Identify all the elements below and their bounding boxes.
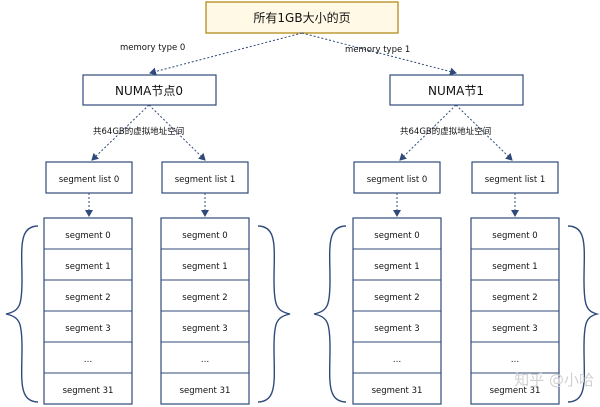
numa1-list0-segment-0: segment 0	[374, 231, 419, 241]
numa-node-1-label: NUMA节1	[428, 84, 484, 98]
numa1-list1-segment-3: segment 3	[492, 324, 537, 334]
numa1-list1-segment-1: segment 1	[492, 262, 537, 272]
vspace-label-0: 共64GB的虚拟地址空间	[93, 126, 184, 137]
arrow-numa0-list1	[148, 104, 206, 161]
numa1-list1-segment-31: segment 31	[490, 386, 541, 396]
memory-type-0-label: memory type 0	[120, 43, 185, 53]
numa0-list0-segment-31: segment 31	[63, 386, 114, 396]
numa0-list0-segment-ellipsis: …	[84, 355, 93, 365]
arrow-numa0-list0	[91, 104, 150, 161]
numa0-list1-segment-0: segment 0	[182, 231, 227, 241]
arrow-numa1-list0	[399, 104, 457, 161]
numa-node-0-label: NUMA节点0	[115, 84, 183, 98]
left-brace-numa1	[313, 225, 347, 403]
numa1-list1-segment-2: segment 2	[492, 293, 537, 303]
numa0-list0-segment-2: segment 2	[65, 293, 110, 303]
numa1-segment-list-1-label: segment list 1	[485, 175, 546, 185]
memory-type-1-label: memory type 1	[345, 45, 410, 55]
numa1-segment-list-0-label: segment list 0	[367, 175, 428, 185]
numa1-segment-list-1-box	[471, 161, 559, 194]
numa1-segment-list-0-box	[353, 161, 441, 194]
numa1-list0-segment-31: segment 31	[372, 386, 423, 396]
numa1-list1-segment-ellipsis: …	[511, 355, 520, 365]
arrow-numa1-list1	[455, 104, 513, 161]
numa0-list1-segment-ellipsis: …	[201, 355, 210, 365]
numa1-list0-segment-2: segment 2	[374, 293, 419, 303]
numa0-segment-list-1-label: segment list 1	[175, 175, 236, 185]
numa1-list0-segment-3: segment 3	[374, 324, 419, 334]
root-label: 所有1GB大小的页	[253, 10, 350, 25]
numa1-list1-segment-0: segment 0	[492, 231, 537, 241]
numa0-list1-segment-2: segment 2	[182, 293, 227, 303]
numa0-list0-segment-3: segment 3	[65, 324, 110, 334]
arrow-root-numa0	[149, 32, 303, 76]
right-brace-numa0	[257, 225, 291, 403]
numa0-list0-segment-1: segment 1	[65, 262, 110, 272]
right-brace-numa1	[567, 225, 600, 403]
root-box	[205, 1, 399, 34]
segment-row-dividers	[44, 248, 559, 374]
numa0-segment-list-0-box	[45, 161, 133, 194]
numa0-segment-list-0-label: segment list 0	[59, 175, 120, 185]
numa0-list1-segment-3: segment 3	[182, 324, 227, 334]
numa0-list1-segment-31: segment 31	[180, 386, 231, 396]
watermark: 知乎 @小哈	[514, 371, 594, 389]
numa1-list0-segment-ellipsis: …	[393, 355, 402, 365]
arrow-root-numa1	[301, 32, 457, 76]
numa0-list1-segment-1: segment 1	[182, 262, 227, 272]
numa-node-0-box	[82, 74, 217, 106]
numa-node-1-box	[389, 74, 524, 106]
vspace-label-1: 共64GB的虚拟地址空间	[400, 126, 491, 137]
numa1-list0-segment-1: segment 1	[374, 262, 419, 272]
left-brace-numa0	[5, 225, 39, 403]
numa0-list0-segment-0: segment 0	[65, 231, 110, 241]
